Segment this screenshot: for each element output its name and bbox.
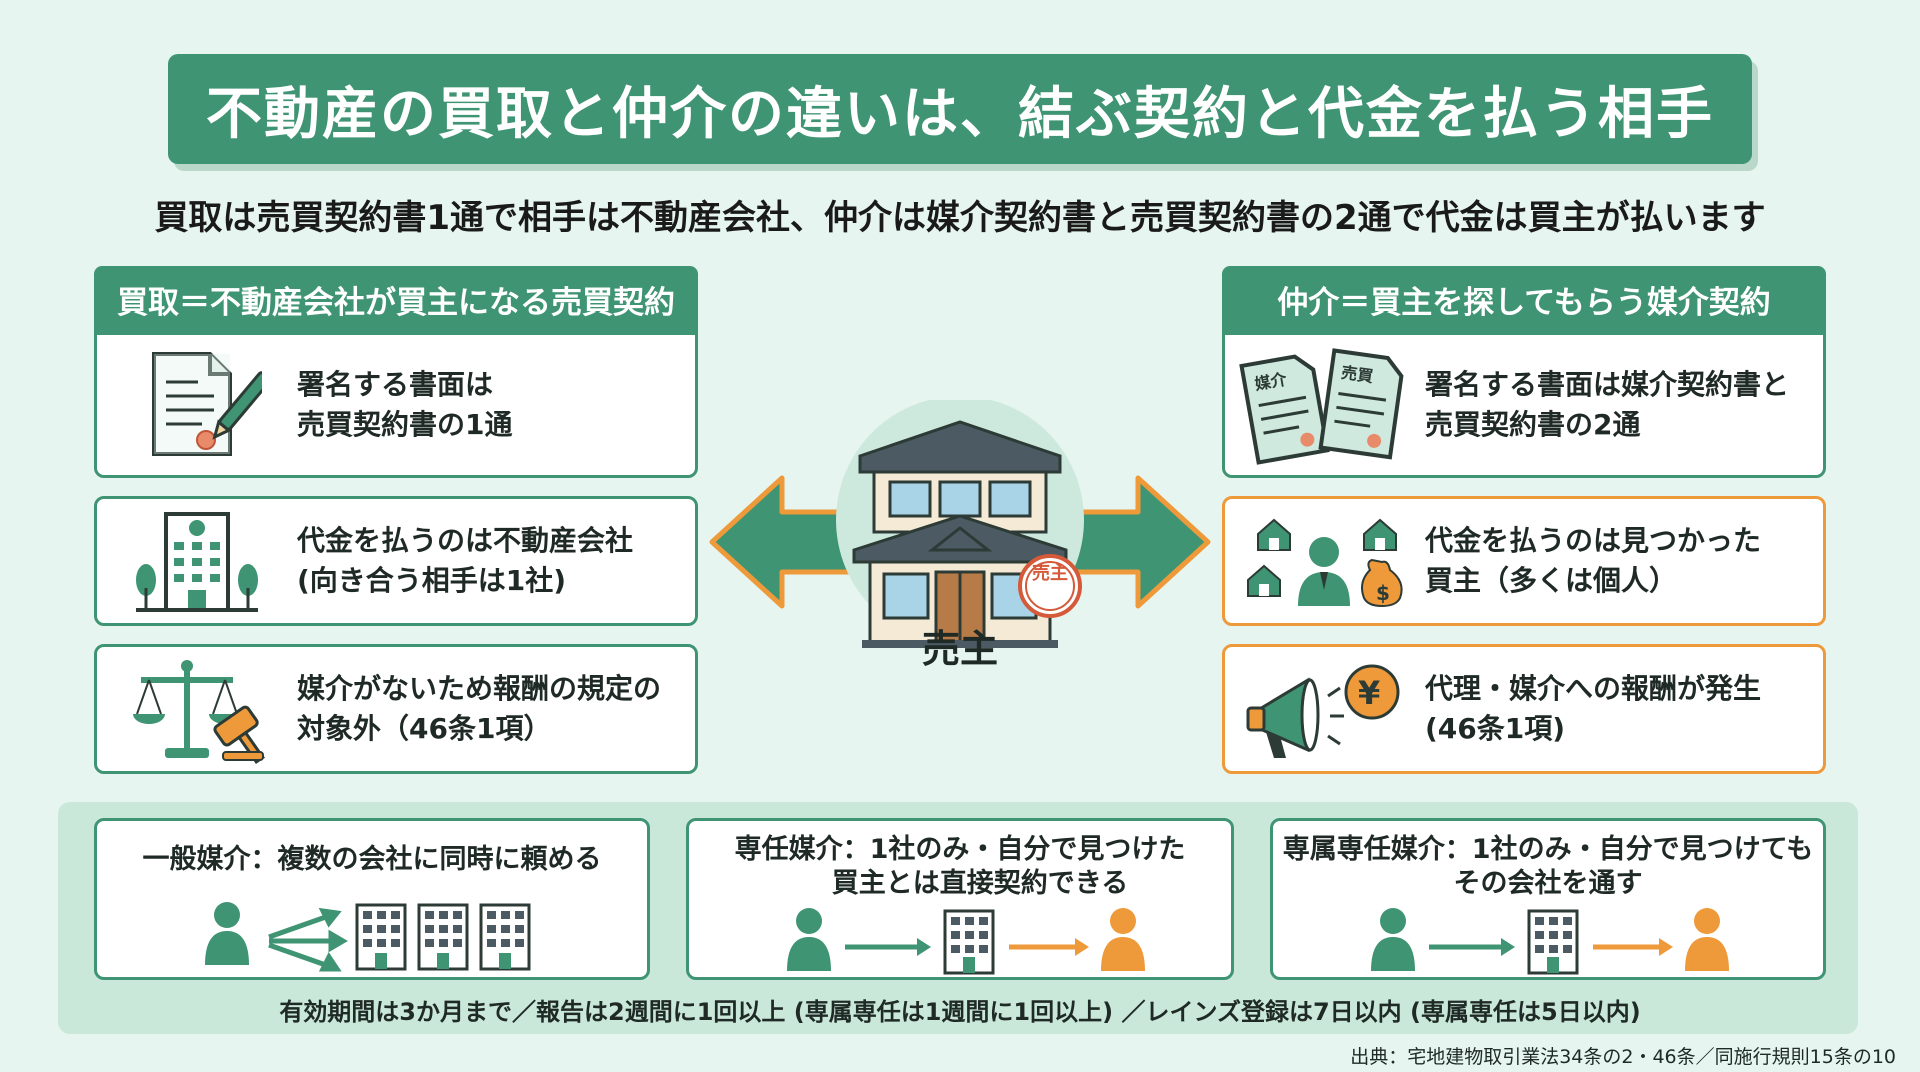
building-icon	[943, 909, 995, 975]
left-card-payer-line1: 代金を払うのは不動産会社	[297, 524, 634, 557]
left-card-payer: 代金を払うのは不動産会社 (向き合う相手は1社)	[94, 496, 698, 626]
left-card-payer-line2: (向き合う相手は1社)	[297, 564, 567, 597]
seller-label: 売主	[921, 627, 998, 671]
person-icon	[787, 908, 831, 971]
right-card-documents-line2: 売買契約書の2通	[1425, 408, 1641, 441]
mediation-dedicated-line2: その会社を通す	[1453, 868, 1643, 899]
building-icon-2	[417, 903, 469, 971]
right-panel-header: 仲介＝買主を探してもらう媒介契約	[1222, 266, 1826, 332]
contract-pen-icon	[97, 335, 297, 475]
buyer-houses-icon: $	[1225, 499, 1425, 623]
right-card-payer-line1: 代金を払うのは見つかった	[1425, 524, 1762, 557]
right-panel: 仲介＝買主を探してもらう媒介契約	[1222, 266, 1826, 332]
left-panel-header: 買取＝不動産会社が買主になる売買契約	[94, 266, 698, 332]
center-illustration	[700, 396, 1220, 660]
source-citation: 出典：宅地建物取引業法34条の2・46条／同施行規則15条の10	[1350, 1046, 1896, 1068]
two-contracts-icon: 媒介 売買	[1225, 335, 1425, 475]
right-card-documents-line1: 署名する書面は媒介契約書と	[1425, 368, 1790, 401]
left-card-fee-line1: 媒介がないため報酬の規定の	[297, 672, 662, 705]
right-card-fee-line2: (46条1項)	[1425, 712, 1566, 745]
mediation-general: 一般媒介：複数の会社に同時に頼める	[94, 818, 650, 980]
building-icon-3	[479, 903, 531, 971]
mediation-exclusive-dedicated: 専属専任媒介：1社のみ・自分で見つけても その会社を通す	[1270, 818, 1826, 980]
buyer-person-icon	[1101, 908, 1145, 971]
left-panel: 買取＝不動産会社が買主になる売買契約	[94, 266, 698, 332]
buyer-person-icon	[1685, 908, 1729, 971]
left-card-documents-line2: 売買契約書の1通	[297, 408, 513, 441]
dollar-sign: $	[1376, 581, 1390, 605]
general-flow-diagram	[205, 902, 531, 972]
left-card-documents: 署名する書面は 売買契約書の1通	[94, 332, 698, 478]
dedicated-flow-diagram	[1371, 908, 1729, 975]
right-card-documents: 媒介 売買 署名する書面は媒介契約書と 売買契約書の2通	[1222, 332, 1826, 478]
right-card-payer: $ 代金を払うのは見つかった 買主（多くは個人）	[1222, 496, 1826, 626]
page-title: 不動産の買取と仲介の違いは、結ぶ契約と代金を払う相手	[168, 54, 1752, 164]
mediation-exclusive-line2: 買主とは直接契約できる	[831, 868, 1129, 899]
right-card-fee-line1: 代理・媒介への報酬が発生	[1425, 672, 1762, 705]
yen-sign: ¥	[1358, 674, 1380, 712]
building-icon	[1527, 909, 1579, 975]
person-icon	[205, 902, 249, 965]
right-card-fee: ¥ 代理・媒介への報酬が発生 (46条1項)	[1222, 644, 1826, 774]
left-card-documents-line1: 署名する書面は	[297, 368, 494, 401]
scales-gavel-icon	[97, 647, 297, 771]
mediation-general-title: 一般媒介：複数の会社に同時に頼める	[142, 844, 602, 875]
left-card-fee: 媒介がないため報酬の規定の 対象外（46条1項）	[94, 644, 698, 774]
left-card-fee-line2: 対象外（46条1項）	[297, 712, 552, 745]
exclusive-flow-diagram	[787, 908, 1145, 975]
subtitle: 買取は売買契約書1通で相手は不動産会社、仲介は媒介契約書と売買契約書の2通で代金…	[154, 198, 1766, 238]
mediation-exclusive-line1: 専任媒介：1社のみ・自分で見つけた	[734, 834, 1186, 865]
building-icon-1	[355, 903, 407, 971]
seller-stamp-text: 売主	[1032, 563, 1068, 584]
seller-stamp-icon	[1018, 554, 1082, 618]
right-card-payer-line2: 買主（多くは個人）	[1425, 564, 1678, 597]
person-icon	[1371, 908, 1415, 971]
office-building-icon	[97, 499, 297, 623]
megaphone-yen-icon: ¥	[1225, 647, 1425, 771]
doc-label-sale: 売買	[1340, 363, 1374, 386]
house-icon	[852, 420, 1068, 648]
mediation-exclusive: 専任媒介：1社のみ・自分で見つけた 買主とは直接契約できる	[686, 818, 1234, 980]
validity-note: 有効期間は3か月まで／報告は2週間に1回以上 (専属専任は1週間に1回以上) ／…	[279, 998, 1641, 1026]
mediation-dedicated-line1: 専属専任媒介：1社のみ・自分で見つけても	[1282, 834, 1814, 865]
